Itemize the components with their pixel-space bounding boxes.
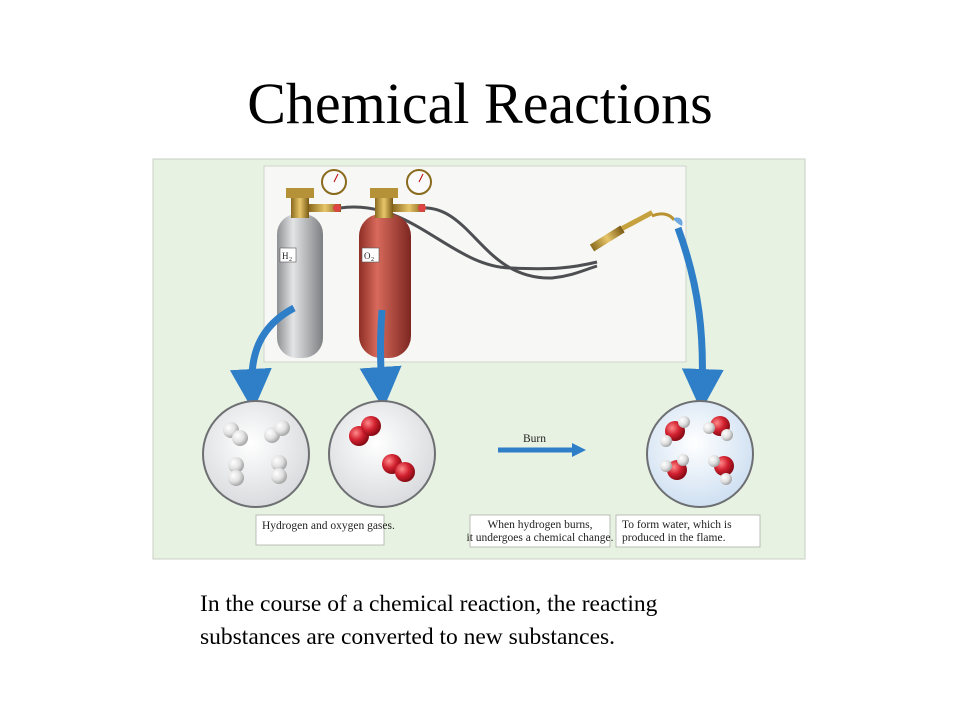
- caption-left: Hydrogen and oxygen gases.: [255, 514, 395, 546]
- h2o-molecule-icon: [660, 416, 690, 447]
- caption-middle: When hydrogen burns, it undergoes a chem…: [467, 514, 614, 548]
- h2-molecule-icon: [228, 457, 244, 486]
- o2-molecule-icon: [349, 416, 381, 446]
- reaction-figure: H 2 O 2: [152, 158, 808, 562]
- caption-right: To form water, which is produced in the …: [615, 514, 761, 548]
- hydrogen-arrow-icon: [229, 304, 296, 411]
- reaction-diagram: H 2 O 2: [152, 158, 806, 560]
- hydrogen-molecules-circle: [202, 400, 310, 508]
- burn-arrow: Burn: [498, 433, 586, 457]
- hydrogen-tank-label: H: [282, 251, 289, 261]
- burn-label: Burn: [523, 433, 546, 445]
- arrow-right-icon: [572, 443, 586, 457]
- h2o-molecule-icon: [708, 455, 734, 485]
- hydrogen-tank-subscript: 2: [289, 257, 292, 263]
- photo-panel: [263, 165, 687, 363]
- slide-title: Chemical Reactions: [247, 71, 713, 136]
- h2-molecule-icon: [223, 422, 248, 446]
- body-line-2: substances are converted to new substanc…: [200, 624, 616, 650]
- caption-middle-line2: it undergoes a chemical change.: [467, 532, 614, 544]
- caption-right-line2: produced in the flame.: [622, 532, 726, 544]
- water-molecules-circle: [646, 400, 754, 508]
- caption-middle-line1: When hydrogen burns,: [487, 519, 592, 531]
- hydrogen-tank-icon: H 2: [277, 169, 347, 358]
- torch-icon: [589, 210, 683, 252]
- body-line-1: In the course of a chemical reaction, th…: [200, 591, 658, 617]
- slide-body-text: In the course of a chemical reaction, th…: [200, 588, 860, 654]
- oxygen-tank-icon: O 2: [359, 169, 432, 358]
- oxygen-tank-subscript: 2: [371, 257, 374, 263]
- h2-molecule-icon: [264, 420, 290, 443]
- oxygen-tank-label: O: [364, 251, 371, 261]
- h2o-molecule-icon: [703, 416, 733, 441]
- water-arrow-icon: [674, 226, 724, 411]
- o2-molecule-icon: [382, 454, 415, 482]
- caption-right-line1: To form water, which is: [622, 519, 732, 531]
- oxygen-hose: [419, 206, 598, 280]
- h2-molecule-icon: [271, 455, 287, 484]
- oxygen-arrow-icon: [359, 309, 402, 409]
- caption-left-line1: Hydrogen and oxygen gases.: [262, 520, 395, 532]
- oxygen-molecules-circle: [328, 400, 436, 508]
- h2o-molecule-icon: [660, 454, 689, 480]
